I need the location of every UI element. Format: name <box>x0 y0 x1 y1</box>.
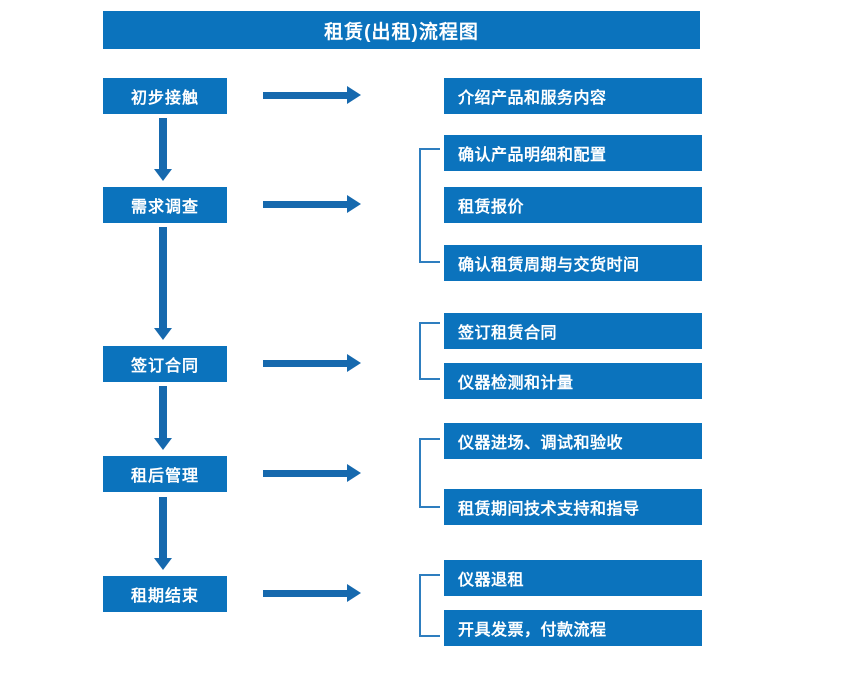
detail-box-technical-support[interactable]: 租赁期间技术支持和指导 <box>444 489 702 525</box>
stage-box-post-rental-management[interactable]: 租后管理 <box>103 456 227 492</box>
arrow-right-icon-stage1 <box>263 86 361 104</box>
arrow-right-icon-stage3 <box>263 354 361 372</box>
stage-box-initial-contact[interactable]: 初步接触 <box>103 78 227 114</box>
group-bracket-icon-stage2 <box>419 148 440 263</box>
detail-box-confirm-rental-period[interactable]: 确认租赁周期与交货时间 <box>444 245 702 281</box>
arrow-down-icon-stage3-stage4 <box>154 386 172 450</box>
arrow-right-icon-stage4 <box>263 464 361 482</box>
detail-box-instrument-return[interactable]: 仪器退租 <box>444 560 702 596</box>
arrow-right-icon-stage2 <box>263 195 361 213</box>
stage-box-sign-contract[interactable]: 签订合同 <box>103 346 227 382</box>
detail-box-introduce-products[interactable]: 介绍产品和服务内容 <box>444 78 702 114</box>
detail-box-instrument-entry-commissioning[interactable]: 仪器进场、调试和验收 <box>444 423 702 459</box>
stage-box-rental-end[interactable]: 租期结束 <box>103 576 227 612</box>
detail-box-invoice-payment[interactable]: 开具发票，付款流程 <box>444 610 702 646</box>
group-bracket-icon-stage5 <box>419 574 440 637</box>
detail-box-instrument-inspection[interactable]: 仪器检测和计量 <box>444 363 702 399</box>
detail-box-confirm-product-details[interactable]: 确认产品明细和配置 <box>444 135 702 171</box>
group-bracket-icon-stage3 <box>419 322 440 380</box>
arrow-down-icon-stage1-stage2 <box>154 118 172 181</box>
group-bracket-icon-stage4 <box>419 438 440 508</box>
arrow-right-icon-stage5 <box>263 584 361 602</box>
page-title: 租赁(出租)流程图 <box>103 11 700 49</box>
detail-box-rental-quotation[interactable]: 租赁报价 <box>444 187 702 223</box>
detail-box-sign-rental-contract[interactable]: 签订租赁合同 <box>444 313 702 349</box>
arrow-down-icon-stage4-stage5 <box>154 497 172 570</box>
arrow-down-icon-stage2-stage3 <box>154 227 172 340</box>
stage-box-requirement-survey[interactable]: 需求调查 <box>103 187 227 223</box>
